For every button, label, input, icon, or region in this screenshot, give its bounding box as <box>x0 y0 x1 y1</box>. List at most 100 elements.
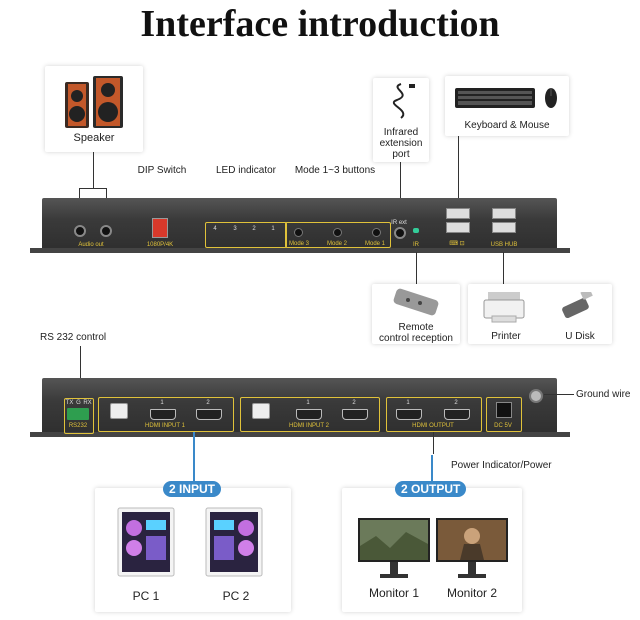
led-4: 4 <box>213 226 217 232</box>
mode-buttons-group <box>285 222 391 248</box>
pc-1-label: PC 1 <box>132 589 160 603</box>
ir-ext-label: IR ext <box>391 220 407 226</box>
infrared-label-3: port <box>392 149 410 160</box>
hdmi-in1-port-1[interactable] <box>150 409 176 420</box>
hdmi-output-label: HDMI OUTPUT <box>412 423 454 429</box>
input-connector <box>193 432 195 484</box>
hdmi-out-port2-num: 2 <box>454 400 458 406</box>
hdmi-in1-port1-num: 1 <box>160 400 164 406</box>
infrared-label-1: Infrared <box>383 127 419 138</box>
dc-label: DC 5V <box>494 423 512 429</box>
usb-hub-connector <box>503 252 504 284</box>
ir-receiver <box>413 228 419 233</box>
rs232-pin-tx: TX <box>65 400 74 406</box>
mode-3-button[interactable] <box>294 228 303 237</box>
infrared-label-2: extension <box>379 138 423 149</box>
audio-out-label: Audio out <box>78 242 104 248</box>
rear-rail <box>30 432 570 437</box>
keyboard-card: Keyboard & Mouse <box>445 76 569 136</box>
hdmi-in2-port-2[interactable] <box>342 409 368 420</box>
led-1: 1 <box>271 226 275 232</box>
pc-2-label: PC 2 <box>222 589 250 603</box>
mode-2-label: Mode 2 <box>326 241 347 247</box>
ir-receiver-connector <box>416 252 417 284</box>
km-connector <box>458 136 459 202</box>
mode-3-label: Mode 3 <box>288 241 309 247</box>
remote-card: Remote control reception <box>372 284 460 344</box>
mode-2-button[interactable] <box>333 228 342 237</box>
infrared-card: Infrared extension port <box>373 78 429 162</box>
rs232-terminal[interactable] <box>67 408 89 420</box>
audio-jack-1[interactable] <box>74 225 86 237</box>
remote-icon <box>393 288 439 316</box>
front-rail <box>30 248 570 253</box>
hdmi-in2-port-1[interactable] <box>296 409 322 420</box>
resolution-label: 1080P/4K <box>146 242 174 248</box>
hdmi-out-port1-num: 1 <box>406 400 410 406</box>
hdmi-input-2-label: HDMI INPUT 2 <box>289 423 329 429</box>
hdmi-out-port-2[interactable] <box>444 409 470 420</box>
hdmi-in2-port1-num: 1 <box>306 400 310 406</box>
hdmi-input-1-label: HDMI INPUT 1 <box>145 423 185 429</box>
hub-usb-port-1[interactable] <box>492 208 516 219</box>
rs232-port-group <box>64 398 94 434</box>
rs232-pin-g: G <box>76 400 81 406</box>
rs232-connector <box>80 346 81 398</box>
speaker-connector <box>93 152 94 188</box>
ir-label: IR <box>413 242 419 248</box>
usb-b-port-1[interactable] <box>110 403 128 419</box>
speaker-card: Speaker <box>45 66 143 152</box>
hdmi-in1-port-2[interactable] <box>196 409 222 420</box>
dip-switch-label: DIP Switch <box>137 165 187 176</box>
hdmi-input-1-group <box>98 397 234 432</box>
led-group <box>205 222 287 248</box>
speaker-icon <box>65 76 123 128</box>
pc-2-icon <box>205 507 263 577</box>
udisk-icon <box>562 292 593 318</box>
keyboard-label: Keyboard & Mouse <box>464 120 550 131</box>
printer-card: Printer U Disk <box>468 284 612 344</box>
remote-label-1: Remote <box>398 322 434 333</box>
dc-port-group <box>486 397 522 432</box>
led-3: 3 <box>233 226 237 232</box>
dip-switch[interactable] <box>152 218 168 238</box>
front-panel <box>42 198 557 252</box>
usb-b-port-2[interactable] <box>252 403 270 419</box>
pc-1-icon <box>117 507 175 577</box>
page-title: Interface introduction <box>140 3 500 45</box>
km-usb-port-2[interactable] <box>446 222 470 233</box>
ir-cable-icon <box>392 83 415 119</box>
hub-usb-port-2[interactable] <box>492 222 516 233</box>
dc-jack[interactable] <box>496 402 512 418</box>
remote-label-2: control reception <box>379 333 453 344</box>
ir-ext-jack[interactable] <box>394 227 406 239</box>
monitor-1-icon <box>358 518 430 578</box>
usb-hub-label: USB HUB <box>490 242 518 248</box>
km-port-icon: ⌨ ⊡ <box>449 241 465 247</box>
speaker-label: Speaker <box>73 132 115 144</box>
led-indicator-label: LED indicator <box>215 165 277 176</box>
rs232-pin-rx: RX <box>83 400 92 406</box>
output-connector <box>431 455 433 485</box>
power-connector <box>433 432 434 454</box>
power-indicator-label: Power Indicator/Power <box>451 460 552 471</box>
output-pill: 2 OUTPUT <box>395 481 467 497</box>
hdmi-in2-port2-num: 2 <box>352 400 356 406</box>
rs232-label: RS232 <box>68 423 88 429</box>
km-usb-port-1[interactable] <box>446 208 470 219</box>
monitor-2-label: Monitor 2 <box>446 586 498 600</box>
mode-1-button[interactable] <box>372 228 381 237</box>
audio-jack-2[interactable] <box>100 225 112 237</box>
hdmi-out-port-1[interactable] <box>396 409 422 420</box>
printer-icon <box>483 292 525 323</box>
ir-connector <box>400 162 401 228</box>
ground-wire-label: Ground wire <box>576 389 631 400</box>
led-2: 2 <box>252 226 256 232</box>
input-pill: 2 INPUT <box>163 481 222 497</box>
speaker-connector-h <box>79 188 107 189</box>
mode-buttons-label: Mode 1~3 buttons <box>294 165 376 176</box>
monitor-1-label: Monitor 1 <box>368 586 420 600</box>
hdmi-output-group <box>386 397 482 432</box>
ground-screw[interactable] <box>529 389 543 403</box>
ground-connector <box>544 394 574 395</box>
